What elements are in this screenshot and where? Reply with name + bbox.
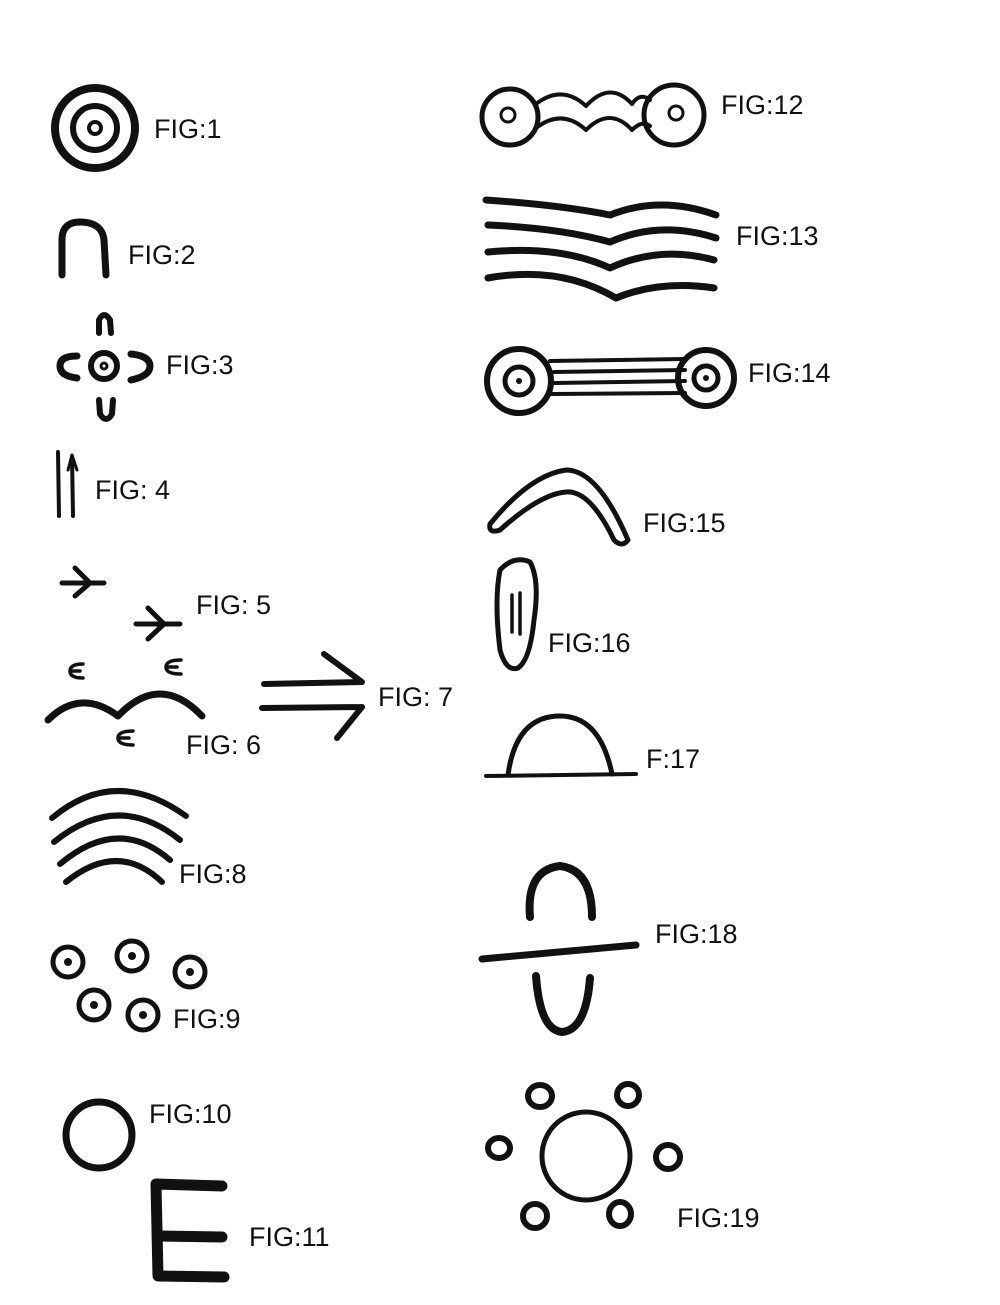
fig-16-label: FIG:16 xyxy=(548,628,631,658)
fig-4-label: FIG: 4 xyxy=(95,475,171,505)
waterholes-symbol xyxy=(50,938,208,1033)
e-shape-symbol xyxy=(150,1178,230,1283)
fig-9-label: FIG:9 xyxy=(173,1004,241,1034)
fig-1-label: FIG:1 xyxy=(154,114,222,144)
single-circle-symbol xyxy=(62,1098,136,1172)
fig-17-label: F:17 xyxy=(646,744,701,774)
fig-7-label: FIG: 7 xyxy=(378,682,454,712)
divided-arches-symbol xyxy=(478,862,640,1036)
bird-tracks-symbol xyxy=(59,565,183,642)
fig-13-label: FIG:13 xyxy=(736,221,819,251)
boomerang-symbol xyxy=(487,467,631,547)
fig-8-label: FIG:8 xyxy=(179,859,247,889)
fig-2-label: FIG:2 xyxy=(128,240,196,270)
fig-10-label: FIG:10 xyxy=(149,1099,232,1129)
linked-camps-symbol xyxy=(484,346,737,416)
arch-symbol xyxy=(58,218,110,279)
fig-11-label: FIG:11 xyxy=(249,1222,330,1252)
meeting-place-symbol xyxy=(56,312,154,422)
dome-symbol xyxy=(484,713,638,778)
fig-5-label: FIG: 5 xyxy=(196,590,272,620)
fig-18-label: FIG:18 xyxy=(655,919,738,949)
fig-15-label: FIG:15 xyxy=(643,508,726,538)
fig-14-label: FIG:14 xyxy=(748,358,831,388)
double-arrow-symbol xyxy=(259,651,365,741)
central-camp-symbol xyxy=(485,1081,683,1231)
water-lines-symbol xyxy=(482,196,720,302)
fig-6-label: FIG: 6 xyxy=(186,730,262,760)
fig-19-label: FIG:19 xyxy=(677,1203,760,1233)
rainbow-arcs-symbol xyxy=(49,788,189,885)
wavy-link-symbol xyxy=(479,82,707,148)
fig-12-label: FIG:12 xyxy=(721,90,804,120)
spear-symbol xyxy=(56,450,79,518)
wave-with-marks-symbol xyxy=(44,658,206,747)
shield-symbol xyxy=(494,557,539,672)
fig-3-label: FIG:3 xyxy=(166,350,234,380)
concentric-circles-symbol xyxy=(51,84,139,172)
